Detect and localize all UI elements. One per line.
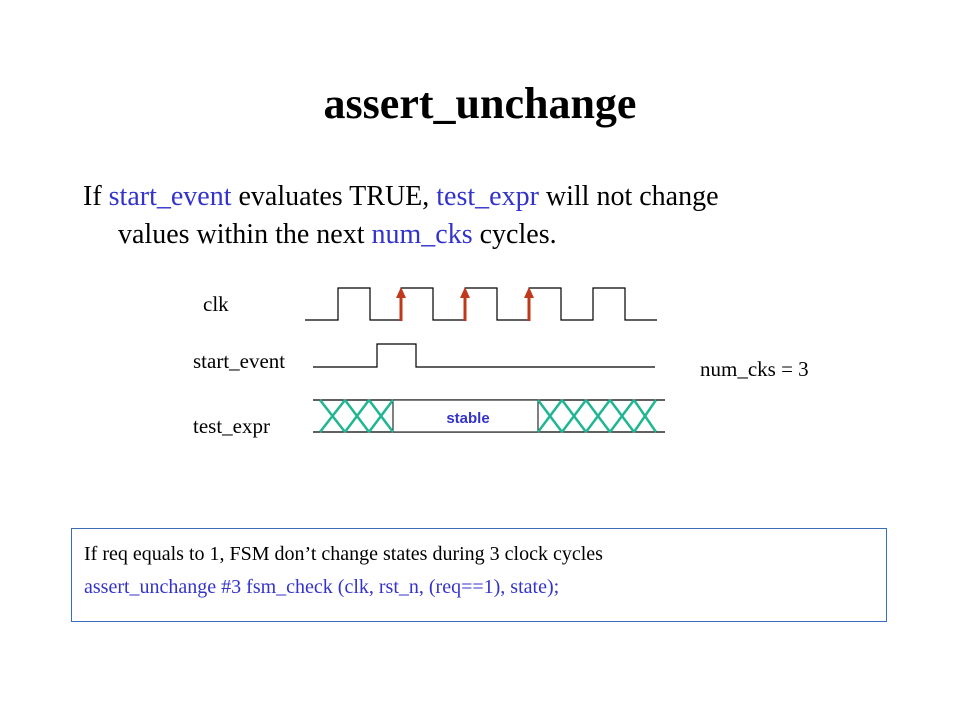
start-event-label: start_event bbox=[193, 349, 286, 373]
arrow-3-head bbox=[524, 287, 534, 298]
keyword-num-cks: num_cks bbox=[371, 219, 473, 250]
slide-title: assert_unchange bbox=[323, 79, 637, 128]
clk-waveform bbox=[305, 287, 657, 321]
example-code: assert_unchange #3 fsm_check (clk, rst_n… bbox=[84, 576, 560, 598]
example-description: If req equals to 1, FSM don’t change sta… bbox=[84, 543, 603, 565]
desc-line-2: values within the next num_cks cycles. bbox=[83, 216, 863, 254]
crosshatch-right bbox=[537, 399, 658, 433]
arrow-2-head bbox=[460, 287, 470, 298]
desc-text-3: will not change bbox=[538, 181, 719, 212]
num-cks-label: num_cks = 3 bbox=[700, 357, 809, 381]
test-expr-label: test_expr bbox=[193, 414, 270, 438]
crosshatch-left bbox=[319, 399, 394, 433]
desc-text-4: values within the next bbox=[118, 219, 372, 250]
start-event-waveform bbox=[313, 343, 655, 368]
description-text: If start_event evaluates TRUE, test_expr… bbox=[83, 178, 863, 254]
desc-text-2: evaluates TRUE, bbox=[231, 181, 437, 212]
stable-label: stable bbox=[446, 410, 490, 427]
desc-text-1: If bbox=[83, 181, 109, 212]
clk-label: clk bbox=[203, 292, 229, 316]
keyword-start-event: start_event bbox=[108, 181, 232, 212]
arrow-1-head bbox=[396, 287, 406, 298]
stable-region bbox=[392, 399, 539, 433]
example-box: If req equals to 1, FSM don’t change sta… bbox=[71, 528, 887, 622]
desc-text-5: cycles. bbox=[472, 219, 557, 250]
keyword-test-expr: test_expr bbox=[436, 181, 539, 212]
sample-edge-arrows bbox=[396, 287, 534, 321]
